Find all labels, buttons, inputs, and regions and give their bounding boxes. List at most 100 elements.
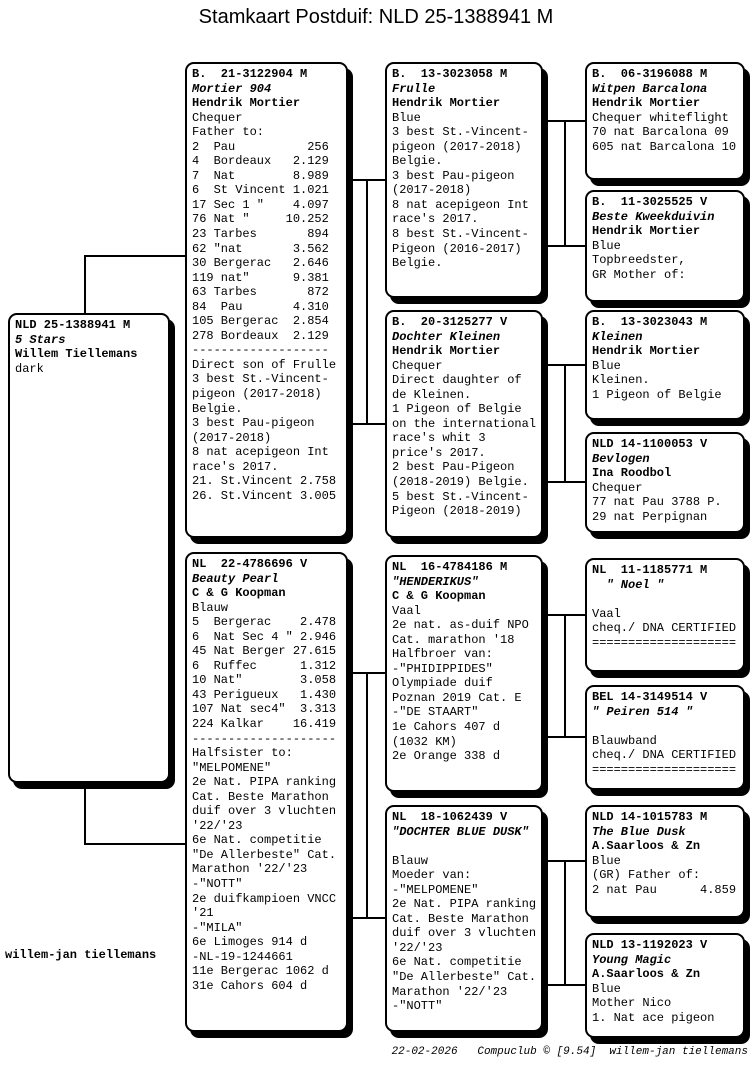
connector-line	[84, 781, 86, 845]
ring-number: B. 06-3196088 M	[592, 67, 708, 81]
detail-line: 43 Perigueux 1.430	[192, 687, 337, 702]
detail-line: 23 Tarbes 894	[192, 227, 329, 242]
detail-line: Olympiade duif	[392, 676, 493, 691]
detail-line: GR Mother of:	[592, 267, 686, 282]
detail-line: -"PHIDIPPIDES"	[392, 661, 493, 676]
detail-line: 45 Nat Berger 27.615	[192, 644, 337, 659]
detail-line: 4 Bordeaux 2.129	[192, 154, 329, 169]
ring-number: NL 22-4786696 V	[192, 557, 308, 571]
detail-line: Blue	[592, 981, 621, 996]
detail-line: 3 best St.-Vincent-	[392, 125, 529, 140]
detail-line: --------------------	[192, 731, 337, 746]
ring-number: NL 18-1062439 V	[392, 810, 508, 824]
detail-line: -"NOTT"	[392, 999, 443, 1014]
detail-line: Vaal	[592, 606, 621, 621]
owner-name	[592, 592, 742, 607]
detail-line: Father to:	[192, 125, 265, 140]
detail-line: Belgie.	[392, 154, 443, 169]
detail-line: -------------------	[192, 343, 329, 358]
detail-line: Blue	[592, 853, 621, 868]
detail-line: 6 Nat Sec 4 " 2.946	[192, 629, 337, 644]
detail-line: Chequer	[192, 110, 243, 125]
detail-line: 1. Nat ace pigeon	[592, 1010, 715, 1025]
detail-line: (1032 KM)	[392, 734, 457, 749]
detail-line: Blauw	[392, 853, 429, 868]
detail-line: (GR) Father of:	[592, 868, 701, 883]
pigeon-name: Mortier 904	[192, 81, 272, 96]
owner-name: Hendrik Mortier	[592, 344, 701, 359]
detail-line: Cat. marathon '18	[392, 632, 515, 647]
detail-line: 1 Pigeon of Belgie	[592, 387, 722, 402]
detail-line: price's 2017.	[392, 445, 486, 460]
detail-line: ====================	[592, 635, 737, 650]
detail-line: 2e Nat. PIPA ranking	[392, 897, 537, 912]
detail-line: Topbreedster,	[592, 253, 686, 268]
detail-line: 107 Nat sec4" 3.313	[192, 702, 337, 717]
owner-name: Hendrik Mortier	[592, 96, 701, 111]
detail-line: 6 Ruffec 1.312	[192, 658, 337, 673]
detail-line: (2018-2019) Belgie.	[392, 475, 529, 490]
pigeon-name: Young Magic	[592, 952, 672, 967]
owner-name: Willem Tiellemans	[15, 347, 138, 362]
pigeon-name: Beste Kweekduivin	[592, 209, 715, 224]
connector-line	[84, 255, 185, 257]
pigeon-name: 5 Stars	[15, 332, 66, 347]
detail-line: 105 Bergerac 2.854	[192, 314, 329, 329]
detail-line: 8 nat acepigeon Int	[392, 197, 529, 212]
detail-line: 119 nat" 9.381	[192, 270, 329, 285]
detail-line: '22/'23	[192, 818, 243, 833]
detail-line: dark	[15, 361, 44, 376]
detail-line: race's whit 3	[392, 431, 486, 446]
connector-line	[84, 255, 86, 315]
detail-line: Mother Nico	[592, 996, 672, 1011]
ring-number: BEL 14-3149514 V	[592, 690, 708, 704]
owner-name: Hendrik Mortier	[392, 96, 501, 111]
detail-line: Chequer	[592, 480, 643, 495]
detail-line: 2 best Pau-Pigeon	[392, 460, 515, 475]
detail-line: Chequer	[392, 358, 443, 373]
detail-line: pigeon (2017-2018)	[192, 387, 322, 402]
detail-line: 8 best St.-Vincent-	[392, 227, 529, 242]
detail-line: 2e nat. as-duif NPO	[392, 618, 529, 633]
pigeon-name: The Blue Dusk	[592, 824, 686, 839]
detail-line: 10 Nat" 3.058	[192, 673, 337, 688]
breeder-signature: willem-jan tiellemans	[5, 948, 157, 962]
pigeon-name: Dochter Kleinen	[392, 329, 501, 344]
pedigree-box-maternal-grandmother: NL 18-1062439 V"DOCHTER BLUE DUSK" Blauw…	[385, 805, 543, 1032]
connector-line	[564, 860, 566, 986]
detail-line: -"MELPOMENE"	[392, 882, 479, 897]
detail-line: 3 best St.-Vincent-	[192, 372, 329, 387]
detail-line: cheq./ DNA CERTIFIED	[592, 748, 737, 763]
detail-line: Blue	[592, 238, 621, 253]
detail-line: 5 Bergerac 2.478	[192, 615, 337, 630]
detail-line: 1e Cahors 407 d	[392, 720, 501, 735]
detail-line: 6e Nat. competitie	[192, 833, 322, 848]
detail-line: 2 nat Pau 4.859	[592, 882, 737, 897]
detail-line: '22/'23	[392, 940, 443, 955]
detail-line: Marathon '22/'23	[192, 862, 308, 877]
detail-line: Blauwband	[592, 733, 657, 748]
connector-line	[84, 843, 185, 845]
detail-line: 31e Cahors 604 d	[192, 978, 308, 993]
detail-line: 3 best Pau-pigeon	[192, 416, 315, 431]
detail-line: Marathon '22/'23	[392, 984, 508, 999]
detail-line: 70 nat Barcalona 09	[592, 125, 729, 140]
detail-line: "De Allerbeste" Cat.	[392, 970, 537, 985]
detail-line: Moeder van:	[392, 868, 472, 883]
pedigree-box-maternal-grandfather: NL 16-4784186 M"HENDERIKUS"C & G Koopman…	[385, 555, 543, 792]
detail-line: 21. St.Vincent 2.758	[192, 474, 337, 489]
detail-line: 26. St.Vincent 3.005	[192, 488, 337, 503]
detail-line: "De Allerbeste" Cat.	[192, 847, 337, 862]
detail-line: 30 Bergerac 2.646	[192, 256, 329, 271]
detail-line: 29 nat Perpignan	[592, 509, 708, 524]
detail-line: 6e Nat. competitie	[392, 955, 522, 970]
owner-name: C & G Koopman	[392, 589, 486, 604]
pigeon-name: "DOCHTER BLUE DUSK"	[392, 824, 529, 839]
owner-name: Hendrik Mortier	[392, 344, 501, 359]
detail-line: 5 best St.-Vincent-	[392, 489, 529, 504]
